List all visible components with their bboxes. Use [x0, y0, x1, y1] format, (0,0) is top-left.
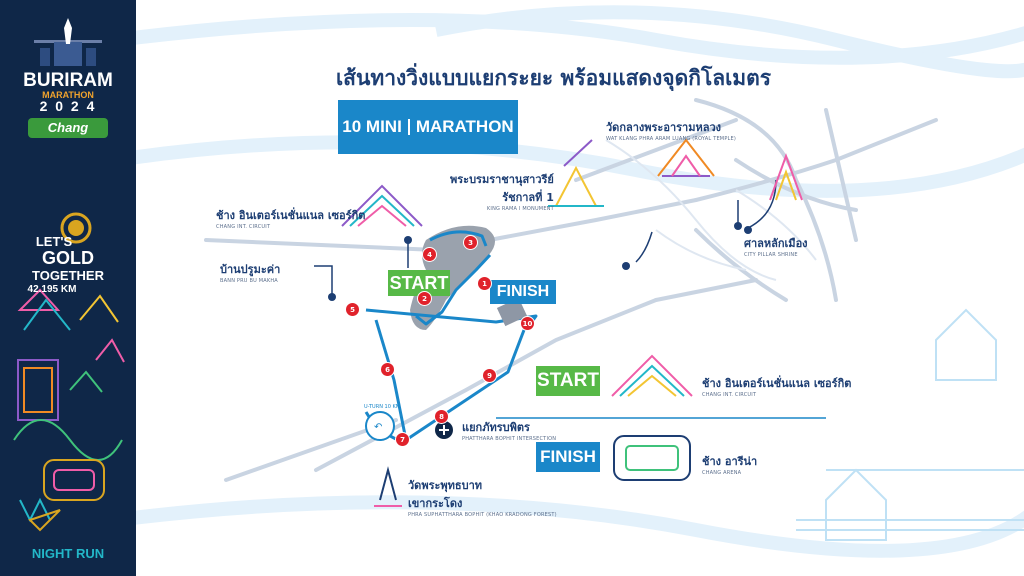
- slogan-line1: LET'S: [35, 234, 73, 249]
- landmark-circuit: ช้าง อินเตอร์เนชั่นแนล เซอร์กิต CHANG IN…: [216, 209, 366, 230]
- night-run-label: NIGHT RUN: [31, 546, 105, 561]
- legend-finish-place: ช้าง อารีน่า CHANG ARENA: [702, 455, 758, 476]
- event-sidebar: BURIRAM MARATHON 2 0 2 4 Chang LET'S GOL…: [0, 0, 136, 576]
- slogan-line2: GOLD: [42, 248, 94, 268]
- landmark-intersection: แยกภัทรบพิตร PHATTHARA BOPHIT INTERSECTI…: [462, 421, 557, 442]
- route-map-panel: ↶: [136, 0, 1024, 576]
- event-sub: MARATHON: [42, 90, 94, 100]
- distance-label: 42.195 KM: [27, 284, 77, 295]
- legend-start-tag: START: [536, 366, 600, 396]
- km-marker-2: 2: [417, 291, 432, 306]
- badge-right: MARATHON: [415, 117, 514, 136]
- km-marker-10: 10: [520, 316, 535, 331]
- km-marker-1: 1: [477, 276, 492, 291]
- svg-text:↶: ↶: [374, 422, 382, 433]
- landmark-village: บ้านปรูมะค่า BANN PRU BU MAKHA: [220, 263, 281, 284]
- race-category-badge: 10 MINI MARATHON: [338, 100, 518, 154]
- finish-marker: FINISH: [490, 280, 556, 304]
- km-marker-5: 5: [345, 302, 360, 317]
- landmark-temple-forest: วัดพระพุทธบาท เขากระโดง PHRA SUPHATTHARA…: [408, 479, 557, 518]
- landmark-temple-center: วัดกลางพระอารามหลวง WAT KLANG PHRA ARAM …: [606, 121, 737, 142]
- slogan-line3: TOGETHER: [32, 268, 104, 283]
- badge-left: 10 MINI: [342, 117, 402, 136]
- km-marker-4: 4: [422, 247, 437, 262]
- km-marker-6: 6: [380, 362, 395, 377]
- page-title: เส้นทางวิ่งแบบแยกระยะ พร้อมแสดงจุดกิโลเม…: [336, 66, 772, 90]
- landmark-monument: พระบรมราชานุสาวรีย์ รัชกาลที่ 1 KING RAM…: [450, 173, 554, 212]
- event-name: BURIRAM: [23, 70, 113, 91]
- legend-start-place: ช้าง อินเตอร์เนชั่นแนล เซอร์กิต CHANG IN…: [702, 377, 852, 398]
- km-marker-3: 3: [463, 235, 478, 250]
- km-marker-9: 9: [482, 368, 497, 383]
- u-turn-icon: [365, 411, 395, 441]
- legend-finish-tag: FINISH: [536, 442, 600, 472]
- badge-divider: [407, 119, 410, 135]
- sponsor-logo: Chang: [28, 118, 108, 138]
- u-turn-label: U-TURN 10 KM: [364, 404, 401, 410]
- km-marker-8: 8: [434, 409, 449, 424]
- sidebar-art: [13, 18, 125, 532]
- event-year: 2 0 2 4: [39, 98, 97, 114]
- landmark-city-shrine: ศาลหลักเมือง CITY PILLAR SHRINE: [744, 237, 808, 258]
- km-marker-7: 7: [395, 432, 410, 447]
- route-map-graphic: ↶: [136, 5, 1024, 558]
